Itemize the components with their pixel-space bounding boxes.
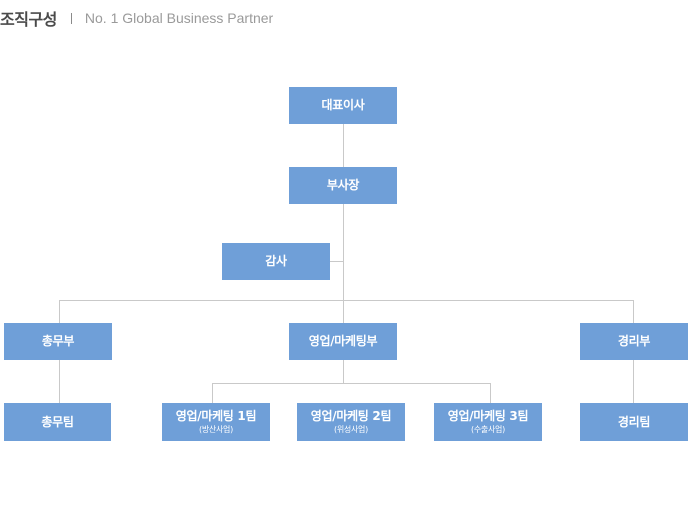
- page-title: 조직구성: [0, 10, 57, 29]
- vice-president-box: 부사장: [289, 167, 397, 204]
- connector-accounting: [633, 360, 634, 403]
- connector-vp-trunk: [343, 204, 344, 323]
- sales-team-3-label: 영업/마케팅 3팀: [447, 409, 529, 423]
- header-separator: [70, 12, 72, 24]
- sales-team-1-sublabel: (방산사업): [199, 425, 233, 434]
- general-affairs-team-box: 총무팀: [4, 403, 111, 441]
- sales-team-1-box: 영업/마케팅 1팀 (방산사업): [162, 403, 270, 441]
- connector-auditor: [330, 261, 344, 262]
- ceo-box: 대표이사: [289, 87, 397, 124]
- accounting-dept-box: 경리부: [580, 323, 688, 360]
- connector-sales-drop: [343, 360, 344, 383]
- sales-team-1-label: 영업/마케팅 1팀: [175, 409, 257, 423]
- connector-ceo-vp: [343, 124, 344, 167]
- connector-sales-horizontal: [212, 383, 491, 384]
- sales-team-3-sublabel: (수출사업): [471, 425, 505, 434]
- connector-dept-horizontal: [59, 300, 634, 301]
- page-header: 조직구성 No. 1 Global Business Partner: [0, 6, 273, 30]
- connector-dept-right-drop: [633, 300, 634, 323]
- general-affairs-dept-box: 총무부: [4, 323, 112, 360]
- connector-dept-left-drop: [59, 300, 60, 323]
- connector-sales-team-3: [490, 383, 491, 403]
- auditor-box: 감사: [222, 243, 330, 280]
- sales-team-2-label: 영업/마케팅 2팀: [310, 409, 392, 423]
- sales-team-3-box: 영업/마케팅 3팀 (수출사업): [434, 403, 542, 441]
- connector-sales-team-1: [212, 383, 213, 403]
- sales-team-2-sublabel: (위성사업): [334, 425, 368, 434]
- connector-general-affairs: [59, 360, 60, 403]
- sales-team-2-box: 영업/마케팅 2팀 (위성사업): [297, 403, 405, 441]
- accounting-team-box: 경리팀: [580, 403, 688, 441]
- page-subtitle: No. 1 Global Business Partner: [84, 10, 274, 26]
- sales-marketing-dept-box: 영업/마케팅부: [289, 323, 397, 360]
